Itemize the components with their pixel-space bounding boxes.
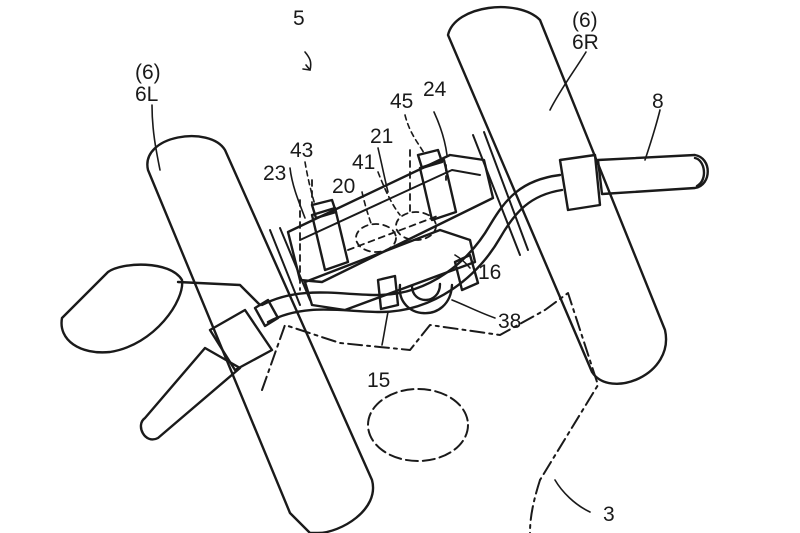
label-45: 45	[390, 90, 414, 113]
label-15: 15	[367, 369, 391, 392]
leader-38	[451, 299, 496, 319]
label-6R: 6R	[572, 31, 599, 54]
right-clamp-nut	[416, 148, 444, 170]
left-grip	[139, 346, 242, 441]
leader-16	[454, 254, 471, 269]
label-6L-group: (6)	[135, 61, 161, 84]
label-23: 23	[263, 162, 287, 185]
left-lever-mount	[253, 298, 280, 328]
label-24: 24	[423, 78, 447, 101]
label-6L: 6L	[135, 83, 159, 106]
leader-23	[289, 167, 306, 219]
handlebar-bottom	[266, 188, 564, 324]
leader-6L	[151, 104, 161, 171]
label-21: 21	[370, 125, 394, 148]
leader-15	[381, 311, 389, 346]
body-lower-outline	[529, 479, 541, 533]
left-wheel	[146, 135, 375, 533]
bar-clamp-right	[453, 253, 480, 292]
leader-24	[433, 111, 448, 156]
right-grip-end	[693, 156, 706, 188]
right-grip	[596, 153, 709, 196]
upper-bracket	[286, 153, 495, 284]
bar-clamp-left	[376, 274, 400, 311]
handlebar-top	[260, 173, 562, 307]
figure-ref-5: 5	[293, 7, 305, 30]
mirror-stem	[176, 280, 262, 307]
left-switch-housing	[208, 308, 274, 372]
label-16: 16	[478, 261, 502, 284]
leader-lines	[151, 51, 661, 513]
arrow-5	[302, 64, 311, 71]
label-41: 41	[352, 151, 376, 174]
right-wheel	[446, 5, 668, 385]
right-fork-leg	[472, 131, 529, 256]
label-8: 8	[652, 90, 664, 113]
label-6R-group: (6)	[572, 9, 598, 32]
leader-20	[361, 191, 373, 227]
leader-5	[304, 51, 312, 71]
leader-43	[304, 161, 316, 206]
hidden-parts	[299, 149, 447, 291]
body-oval	[367, 388, 469, 462]
right-clamp-post	[418, 158, 458, 222]
leader-21	[377, 147, 389, 193]
upper-bracket-inner	[299, 169, 481, 241]
leader-41	[377, 171, 401, 216]
label-20: 20	[332, 175, 356, 198]
leader-8	[644, 109, 661, 161]
label-43: 43	[290, 139, 314, 162]
left-clamp-nut	[310, 198, 338, 220]
body-outline	[261, 292, 599, 481]
left-clamp-post	[310, 206, 350, 272]
label-38: 38	[498, 310, 522, 333]
leader-45	[404, 114, 426, 156]
lower-clamp	[303, 228, 477, 312]
leader-6R	[549, 51, 587, 111]
leader-3	[554, 479, 591, 513]
label-3: 3	[603, 503, 615, 526]
right-switch-housing	[558, 153, 602, 212]
mirror	[60, 263, 184, 354]
